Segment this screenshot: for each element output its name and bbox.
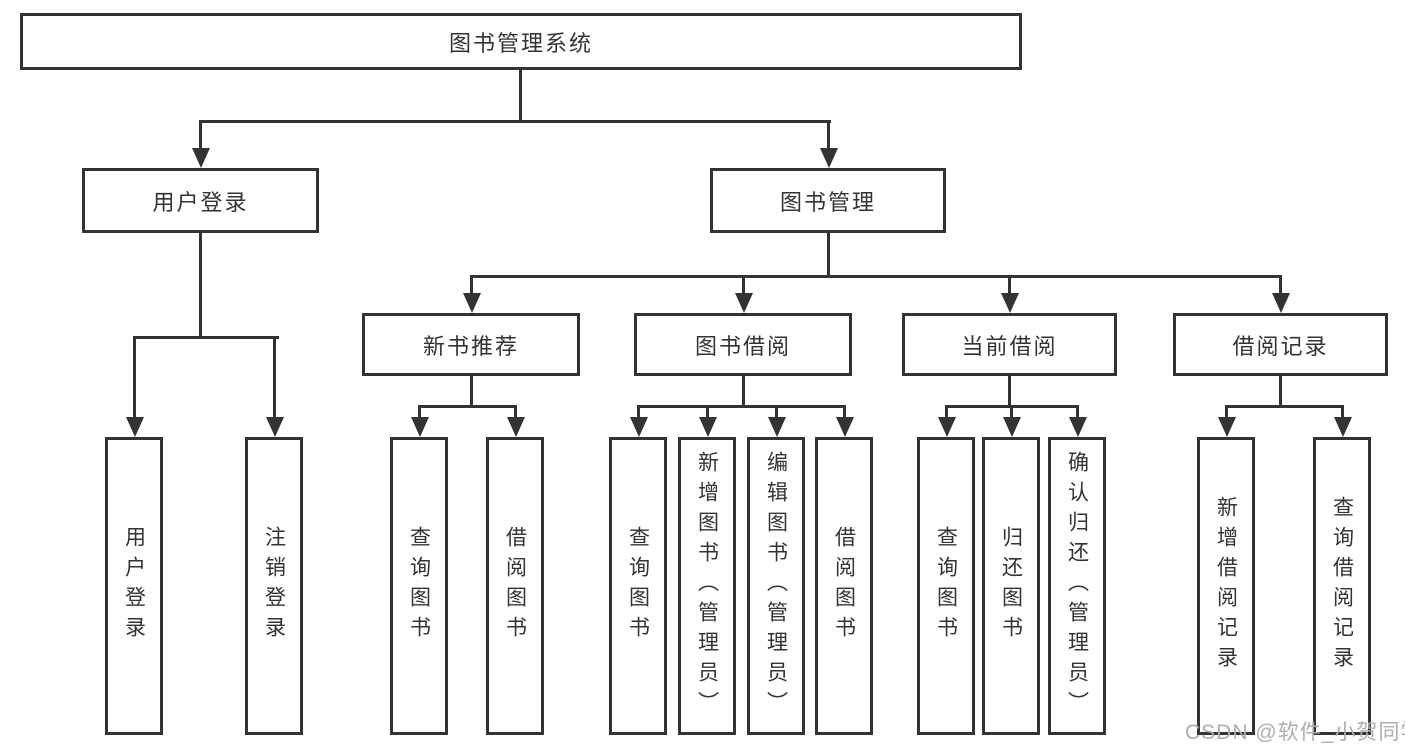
connector-user-stem xyxy=(199,233,202,336)
connector-group4-rail xyxy=(1225,405,1344,408)
leaf-edit-books-admin: 编辑图书（管理员） xyxy=(747,437,805,735)
arrow-to-book-borrow xyxy=(734,275,753,313)
arrow-to-user-login xyxy=(191,120,210,168)
leaf-label: 查询图书 xyxy=(407,526,431,646)
leaf-query-books-3: 查询图书 xyxy=(917,437,975,735)
leaf-label: 查询借阅记录 xyxy=(1330,496,1354,676)
connector-group1-stem xyxy=(470,376,473,405)
arrow-leaf xyxy=(835,405,854,437)
leaf-user-login: 用户登录 xyxy=(105,437,163,735)
arrow-to-current-borrow xyxy=(1000,275,1019,313)
leaf-borrow-books-1: 借阅图书 xyxy=(486,437,544,735)
arrow-leaf xyxy=(410,405,429,437)
arrow-leaf xyxy=(506,405,525,437)
connector-group3-stem xyxy=(1008,376,1011,405)
arrow-to-leaf-user-login xyxy=(125,336,144,437)
node-system-root: 图书管理系统 xyxy=(20,13,1022,70)
arrow-to-book-management xyxy=(819,120,838,168)
arrow-leaf xyxy=(629,405,648,437)
connector-group4-stem xyxy=(1279,376,1282,405)
leaf-label: 新增图书（管理员） xyxy=(695,451,719,721)
arrow-leaf xyxy=(937,405,956,437)
leaf-return-books: 归还图书 xyxy=(982,437,1040,735)
node-user-login: 用户登录 xyxy=(82,168,319,233)
connector-group2-stem xyxy=(742,376,745,405)
arrow-to-new-book-recommend xyxy=(462,275,481,313)
node-new-book-recommend: 新书推荐 xyxy=(362,313,580,376)
node-book-borrow: 图书借阅 xyxy=(634,313,852,376)
leaf-logout-login: 注销登录 xyxy=(245,437,303,735)
node-book-management: 图书管理 xyxy=(710,168,946,233)
node-current-borrow: 当前借阅 xyxy=(902,313,1117,376)
leaf-query-borrow-record: 查询借阅记录 xyxy=(1313,437,1371,735)
leaf-label: 编辑图书（管理员） xyxy=(764,451,788,721)
arrow-leaf xyxy=(1002,405,1021,437)
leaf-query-books-1: 查询图书 xyxy=(390,437,448,735)
csdn-watermark: CSDN @软件_小贺同学 xyxy=(1185,721,1405,744)
leaf-label: 借阅图书 xyxy=(832,526,856,646)
leaf-label: 归还图书 xyxy=(999,526,1023,646)
connector-root-stem xyxy=(519,70,522,120)
connector-group2-rail xyxy=(637,405,846,408)
arrow-leaf xyxy=(1333,405,1352,437)
arrow-leaf xyxy=(1217,405,1236,437)
leaf-label: 查询图书 xyxy=(934,526,958,646)
leaf-query-books-2: 查询图书 xyxy=(609,437,667,735)
leaf-label: 查询图书 xyxy=(626,526,650,646)
leaf-confirm-return-admin: 确认归还（管理员） xyxy=(1048,437,1106,735)
connector-user-rail xyxy=(133,336,279,339)
arrow-leaf xyxy=(698,405,717,437)
leaf-label: 确认归还（管理员） xyxy=(1065,451,1089,721)
arrow-leaf xyxy=(767,405,786,437)
connector-group1-rail xyxy=(418,405,517,408)
leaf-add-books-admin: 新增图书（管理员） xyxy=(678,437,736,735)
leaf-label: 用户登录 xyxy=(122,526,146,646)
leaf-borrow-books-2: 借阅图书 xyxy=(815,437,873,735)
leaf-label: 注销登录 xyxy=(262,526,286,646)
arrow-leaf xyxy=(1068,405,1087,437)
connector-mgmt-stem xyxy=(827,233,830,275)
connector-level3-rail xyxy=(470,275,1282,278)
arrow-to-leaf-logout xyxy=(265,336,284,437)
leaf-label: 借阅图书 xyxy=(503,526,527,646)
connector-level2-rail xyxy=(199,120,831,123)
arrow-to-borrow-record xyxy=(1271,275,1290,313)
leaf-add-borrow-record: 新增借阅记录 xyxy=(1197,437,1255,735)
leaf-label: 新增借阅记录 xyxy=(1214,496,1238,676)
node-borrow-record: 借阅记录 xyxy=(1173,313,1388,376)
